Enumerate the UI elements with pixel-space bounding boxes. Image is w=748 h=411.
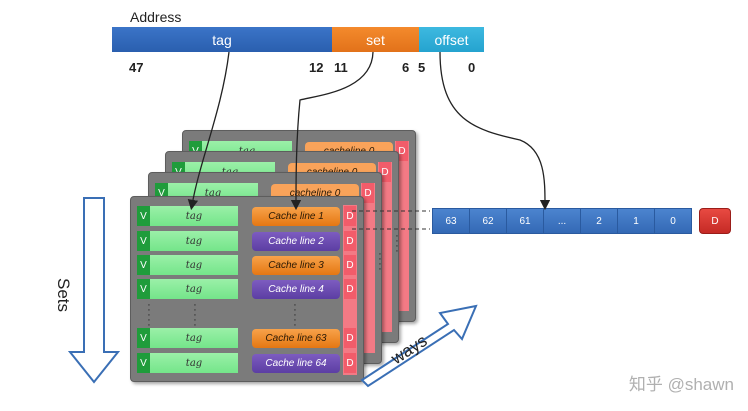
valid-bit: V [137,328,150,348]
ellipsis-dots: ····· [193,299,197,331]
set-connector [290,51,374,211]
way-panel-1: V tag Cache line 1 D V tag Cache line 2 … [130,196,364,382]
tag-cell: tag [150,255,238,275]
dirty-bit: D [362,183,374,203]
offset-field: offset [419,27,484,52]
sets-arrow [67,197,121,384]
tag-cell: tag [150,328,238,348]
line-bit-2: 2 [580,208,618,234]
valid-bit: V [137,279,150,299]
line-bit-63: 63 [432,208,470,234]
cache-line-1: Cache line 1 [252,207,340,226]
line-bit-61: 61 [506,208,544,234]
tag-cell: tag [150,353,238,373]
bit-6: 6 [402,60,410,75]
line-bit-ellipsis: ... [543,208,581,234]
line-bit-1: 1 [617,208,655,234]
valid-bit: V [137,353,150,373]
dirty-bit: D [344,279,356,299]
cache-line-64: Cache line 64 [252,354,340,373]
address-title: Address [130,9,182,25]
ways-arrow [360,304,478,388]
line-bit-62: 62 [469,208,507,234]
valid-bit: V [137,231,150,251]
dirty-bit: D [344,255,356,275]
tag-cell: tag [150,279,238,299]
ellipsis-dots: ····· [293,299,297,331]
dirty-bit: D [344,353,356,373]
dirty-flag-box: D [699,208,731,234]
bit-12: 12 [309,60,324,75]
tag-cell: tag [150,206,238,226]
valid-bit: V [137,206,150,226]
watermark: 知乎 @shawn [628,375,734,394]
dirty-bit: D [396,141,408,161]
cache-line-63: Cache line 63 [252,329,340,348]
valid-bit: V [137,255,150,275]
line-bit-0: 0 [654,208,692,234]
ellipsis-dots: ···· [395,230,399,257]
cache-line-4: Cache line 4 [252,280,340,299]
dirty-bit: D [344,328,356,348]
bit-5: 5 [418,60,426,75]
dirty-bit: D [379,162,391,182]
bit-11: 11 [334,60,348,75]
sets-label: Sets [54,278,73,313]
dirty-column [361,183,375,353]
tag-field: tag [112,27,332,52]
dirty-bit: D [344,231,356,251]
ellipsis-dots: ···· [378,248,382,275]
ellipsis-dots: ····· [147,299,151,331]
cache-line-3: Cache line 3 [252,256,340,275]
set-field: set [332,27,419,52]
bit-0: 0 [468,60,476,75]
offset-connector [439,51,551,211]
cache-line-2: Cache line 2 [252,232,340,251]
tag-cell: tag [150,231,238,251]
tag-connector [187,51,230,211]
bit-47: 47 [129,60,144,75]
